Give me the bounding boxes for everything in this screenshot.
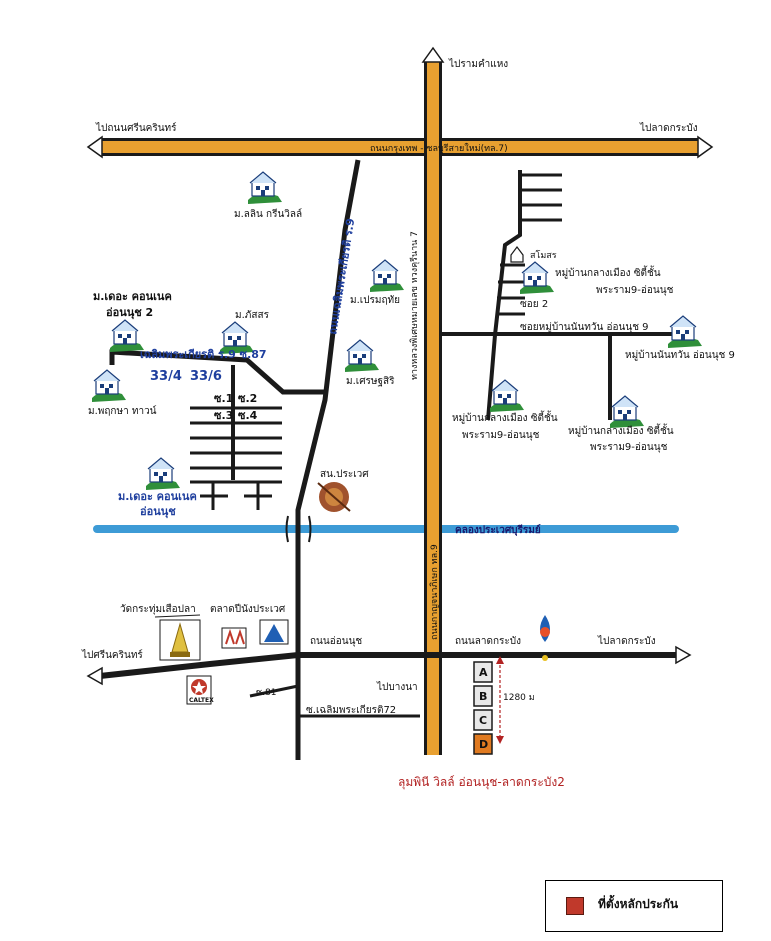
label-talat-prawet: ตลาดปีนังประเวศ: [210, 603, 286, 615]
west-soi-roads: [109, 349, 325, 510]
temple-icon: [154, 614, 201, 661]
label-highway-7: ถนนกรุงเทพ - ชลบุรีสายใหม่(ทล.7): [370, 143, 508, 154]
label-to-bangna: ไปบางนา: [376, 681, 418, 693]
legend: ที่ตั้งหลักประกัน: [545, 880, 723, 932]
label-setthasiri: ม.เศรษฐสิริ: [346, 376, 395, 387]
kanchanaphisek-road: [421, 46, 445, 755]
house-icon: [247, 171, 283, 205]
gas-station-icon: [540, 615, 550, 661]
house-icon: [667, 315, 703, 349]
label-kanchanaphisek: ถนนกาญจนาภิเษก ทล.9: [429, 544, 440, 640]
label-33-4: 33/4: [150, 369, 182, 384]
police-station-icon: [317, 482, 351, 512]
label-klang-muang2-line1: หมู่บ้านกลางเมือง ซิตี้ชั้น: [452, 410, 558, 424]
label-police-prawet: สน.ประเวศ: [320, 469, 369, 480]
label-soi-3: ซ.3: [214, 409, 233, 422]
house-icon: [489, 379, 525, 413]
label-soi-1: ซ.1: [214, 392, 233, 405]
label-chalermprakiat-9: ถนนเฉลิมพระเกียรติ ร.9: [326, 217, 357, 335]
label-the-connect-line2: อ่อนนุช: [140, 505, 176, 519]
label-pram-kham-haeng: ไปรามคำแหง: [448, 58, 508, 70]
label-block-d: D: [479, 738, 488, 751]
highway-7: [86, 135, 714, 159]
label-soi-2b: ซ.2: [238, 392, 257, 405]
label-soi-mooban-nanthawan: ซอยหมู่บ้านนันทวัน อ่อนนุช 9: [520, 321, 649, 333]
label-motorway-7: ทางหลวงพิเศษหมายเลข หวงคุรีนาน 7: [409, 231, 420, 380]
label-nanthawan: หมู่บ้านนันทวัน อ่อนนุช 9: [625, 349, 735, 361]
label-to-latkrabang: ไปลาดกระบัง: [597, 635, 656, 647]
house-icon: [609, 395, 645, 429]
house-icon: [91, 369, 127, 403]
label-klang-muang-line1: หมู่บ้านกลางเมือง ซิตี้ชั้น: [555, 265, 661, 279]
label-the-connect-2-line2: อ่อนนุช 2: [106, 306, 153, 320]
label-to-srinakarin-top: ไปถนนศรีนครินทร์: [95, 122, 177, 134]
lumpini-blocks: [473, 656, 504, 755]
market-icon: [221, 627, 247, 649]
label-chalerm-soi87: เฉลิมพระเกียรติ ร.9 ซ.87: [140, 348, 267, 361]
label-lat-krabang-road: ถนนลาดกระบัง: [455, 636, 521, 647]
legend-label: ที่ตั้งหลักประกัน: [598, 897, 679, 911]
label-wat-krathum: วัดกระทุ่มเสือปลา: [120, 603, 196, 615]
label-klang-muang3-line1: หมู่บ้านกลางเมือง ซิตี้ชั้น: [568, 423, 674, 437]
label-soi-4: ซ.4: [238, 409, 258, 422]
house-icon: [109, 319, 145, 353]
label-destination: ลุมพินี วิลล์ อ่อนนุช-ลาดกระบัง2: [398, 775, 565, 790]
house-icon: [344, 339, 380, 373]
house-icon: [145, 457, 181, 491]
label-klang-muang-line2: พระราม9-อ่อนนุช: [596, 285, 674, 296]
arrow-left-icon: [86, 135, 103, 159]
label-to-srinakarin: ไปศรีนครินทร์: [81, 649, 143, 661]
bridge-icon: [285, 515, 312, 543]
arrow-up-icon: [421, 46, 445, 63]
label-samothon: สโมสร: [530, 250, 557, 261]
east-soi-roads: [442, 170, 675, 421]
label-distance: 1280 ม: [503, 693, 535, 703]
house-icon: [369, 259, 405, 293]
label-soi-81: ซ.81: [256, 688, 276, 698]
arrow-right-icon: [697, 135, 714, 159]
club-house-icon: [510, 246, 524, 263]
label-block-b: B: [479, 690, 487, 703]
chalermprakiat-road: [295, 159, 361, 760]
label-phatthara: ม.ภัสสร: [235, 310, 270, 321]
label-chalerm72: ซ.เฉลิมพระเกียรติ72: [306, 704, 396, 716]
label-block-a: A: [479, 666, 488, 679]
label-klang-muang3-line2: พระราม9-อ่อนนุช: [590, 442, 668, 453]
on-nut-road: [86, 645, 692, 718]
label-the-connect-2-line1: ม.เดอะ คอนเนค: [93, 290, 172, 303]
house-icon: [519, 261, 555, 295]
caltex-icon: [186, 675, 212, 705]
label-caltex: CALTEX: [189, 697, 214, 704]
label-soi-2: ซอย 2: [520, 299, 548, 310]
label-lalin-green-ville: ม.ลลิน กรีนวิลล์: [234, 208, 302, 220]
legend-marker-swatch: [566, 897, 584, 915]
label-klang-muang2-line2: พระราม9-อ่อนนุช: [462, 430, 540, 441]
label-block-c: C: [479, 714, 487, 727]
label-33-6: 33/6: [190, 369, 222, 384]
label-on-nut-road: ถนนอ่อนนุช: [310, 636, 362, 647]
label-premruethai: ม.เปรมฤทัย: [350, 295, 400, 306]
label-phruksa-town: ม.พฤกษา ทาวน์: [88, 405, 157, 417]
label-to-latkrabang-top: ไปลาดกระบัง: [639, 122, 698, 134]
label-canal: คลองประเวศบุรีรมย์: [455, 524, 541, 536]
tent-icon: [259, 619, 289, 645]
label-the-connect-line1: ม.เดอะ คอนเนค: [118, 490, 197, 503]
